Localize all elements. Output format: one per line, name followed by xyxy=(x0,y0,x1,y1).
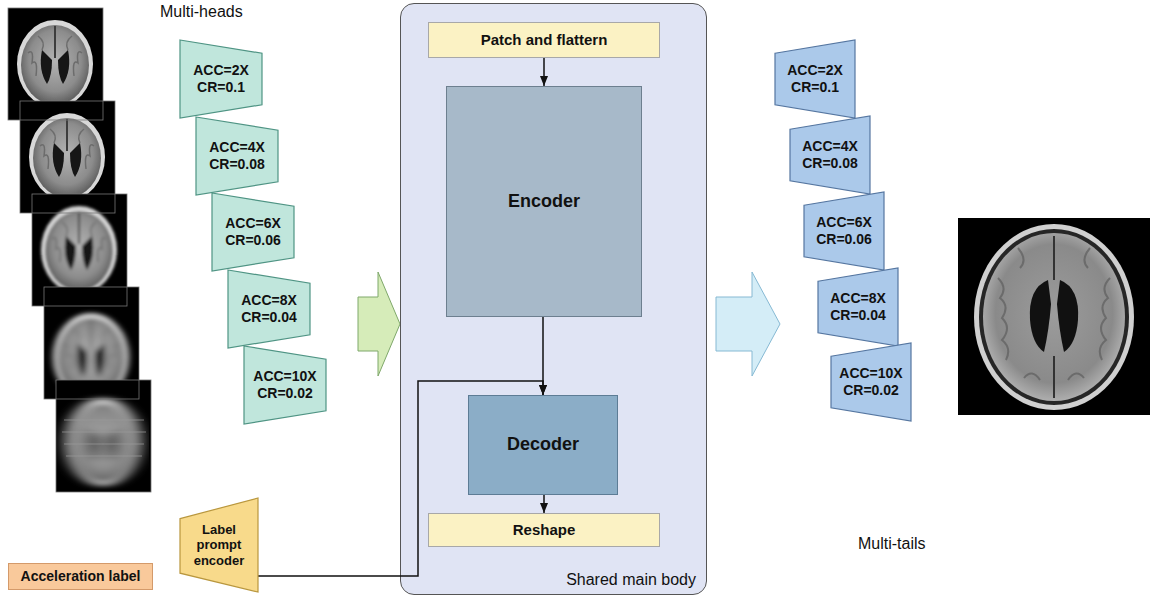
group-label: Multi-heads xyxy=(160,3,243,21)
shared-body-panel-text: Shared main body xyxy=(566,570,696,589)
tail-module-text: CR=0.1 xyxy=(791,79,839,96)
head-module-text: CR=0.04 xyxy=(241,309,297,326)
tail-module: ACC=2XCR=0.1 xyxy=(775,40,855,118)
flow-arrow xyxy=(542,317,544,395)
tail-module: ACC=10XCR=0.02 xyxy=(831,343,911,421)
head-module: ACC=2XCR=0.1 xyxy=(180,40,262,118)
head-module-text: ACC=6X xyxy=(225,215,281,232)
head-module-text: CR=0.06 xyxy=(225,232,281,249)
tail-module-text: ACC=6X xyxy=(816,214,872,231)
prompt-encoder: Label prompt encoder xyxy=(180,498,258,592)
head-module-text: CR=0.02 xyxy=(257,385,313,402)
input-block-arrow xyxy=(358,272,400,376)
group-label: Multi-tails xyxy=(858,535,926,553)
tail-module-text: CR=0.04 xyxy=(830,307,886,324)
encoder-box: Encoder xyxy=(446,86,642,317)
process-bar-text: Reshape xyxy=(513,521,576,539)
tail-module: ACC=8XCR=0.04 xyxy=(818,268,898,346)
shared-body-panel: Shared main body Patch and flatternEncode… xyxy=(400,3,707,595)
flow-arrow xyxy=(543,495,545,513)
input-label-box-text: Acceleration label xyxy=(21,568,141,585)
input-label-box: Acceleration label xyxy=(8,563,153,590)
head-module: ACC=8XCR=0.04 xyxy=(228,270,310,348)
head-module-text: ACC=8X xyxy=(241,292,297,309)
tail-module-text: ACC=8X xyxy=(830,290,886,307)
head-module: ACC=4XCR=0.08 xyxy=(196,117,278,195)
output-block-arrow xyxy=(716,272,780,376)
output-mri xyxy=(958,218,1150,415)
decoder-box: Decoder xyxy=(468,395,618,495)
process-bar-text: Patch and flattern xyxy=(481,31,608,49)
tail-module-text: CR=0.06 xyxy=(816,231,872,248)
head-module: ACC=6XCR=0.06 xyxy=(212,193,294,271)
head-module: ACC=10XCR=0.02 xyxy=(244,346,326,424)
head-module-text: CR=0.08 xyxy=(209,156,265,173)
flow-arrow xyxy=(543,58,545,86)
process-bar: Patch and flattern xyxy=(428,22,660,58)
tail-module-text: ACC=10X xyxy=(839,365,902,382)
decoder-box-text: Decoder xyxy=(507,434,579,456)
prompt-encoder-text: Label prompt encoder xyxy=(187,522,251,569)
mri-stack xyxy=(8,8,151,492)
tail-module: ACC=4XCR=0.08 xyxy=(790,116,870,194)
head-module-text: ACC=4X xyxy=(209,139,265,156)
tail-module-text: ACC=2X xyxy=(787,62,843,79)
head-module-text: ACC=2X xyxy=(193,62,249,79)
head-module-text: ACC=10X xyxy=(253,368,316,385)
head-module-text: CR=0.1 xyxy=(197,79,245,96)
encoder-box-text: Encoder xyxy=(508,191,580,213)
tail-module: ACC=6XCR=0.06 xyxy=(804,192,884,270)
tail-module-text: ACC=4X xyxy=(802,138,858,155)
process-bar: Reshape xyxy=(428,513,660,547)
tail-module-text: CR=0.02 xyxy=(843,382,899,399)
tail-module-text: CR=0.08 xyxy=(802,155,858,172)
